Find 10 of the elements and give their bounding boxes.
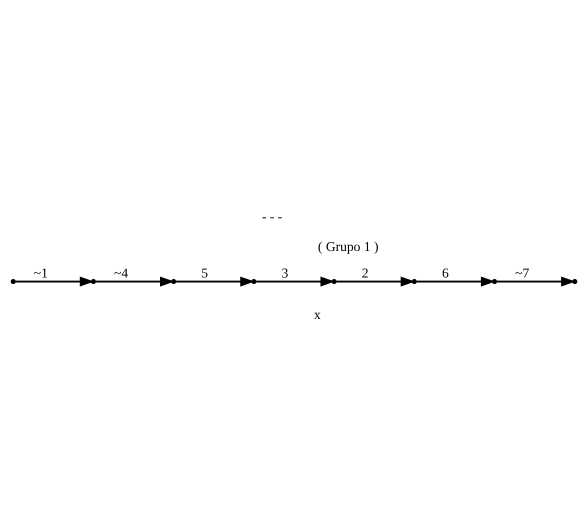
label: x xyxy=(314,306,321,322)
label: - - - xyxy=(262,208,282,224)
edge-label: 3 xyxy=(282,264,288,280)
label: ( Grupo 1 ) xyxy=(318,238,378,254)
edge-label: ~1 xyxy=(34,264,48,280)
edge-label: 5 xyxy=(201,264,208,280)
edge-label: ~4 xyxy=(114,264,128,280)
edge-label: 2 xyxy=(362,264,369,280)
edge-label: ~7 xyxy=(515,264,530,280)
edge-label: 6 xyxy=(442,264,449,280)
